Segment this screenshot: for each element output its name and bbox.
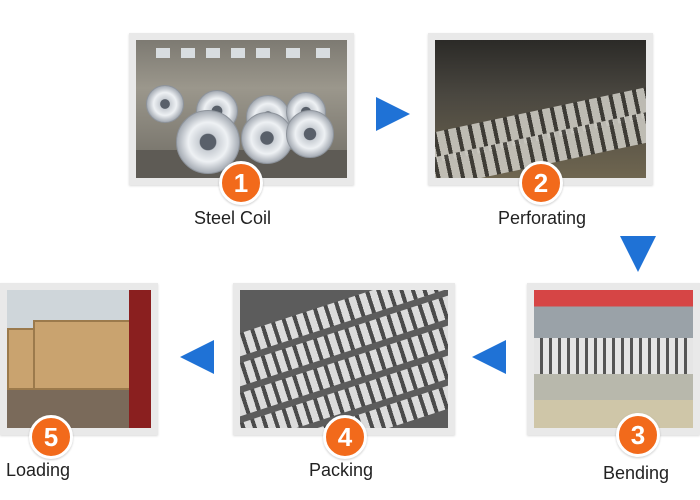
arrow-left-icon [180,340,214,374]
step-4-number-badge: 4 [323,415,367,459]
packing-photo [240,290,448,428]
step-2-number-badge: 2 [519,161,563,205]
bending-photo [534,290,693,428]
step-1-label: Steel Coil [194,208,272,228]
arrow-left-icon [472,340,506,374]
step-2-photo-frame [428,33,653,185]
step-3-number-badge: 3 [616,413,660,457]
step-3-label: Bending [603,463,670,483]
step-5-photo-frame [0,283,158,435]
step-3-photo-frame [527,283,700,435]
arrow-right-icon [376,97,410,131]
step-1-number-badge: 1 [219,161,263,205]
perforating-photo [435,40,646,178]
step-5-number-badge: 5 [29,415,73,459]
step-1-photo-frame [129,33,354,185]
arrow-down-icon [620,236,656,272]
loading-photo [7,290,151,428]
steel-coil-photo [136,40,347,178]
step-2-label: Perforating [498,208,587,228]
step-4-label: Packing [309,460,374,480]
step-4-photo-frame [233,283,455,435]
step-5-label: Loading [6,460,71,480]
